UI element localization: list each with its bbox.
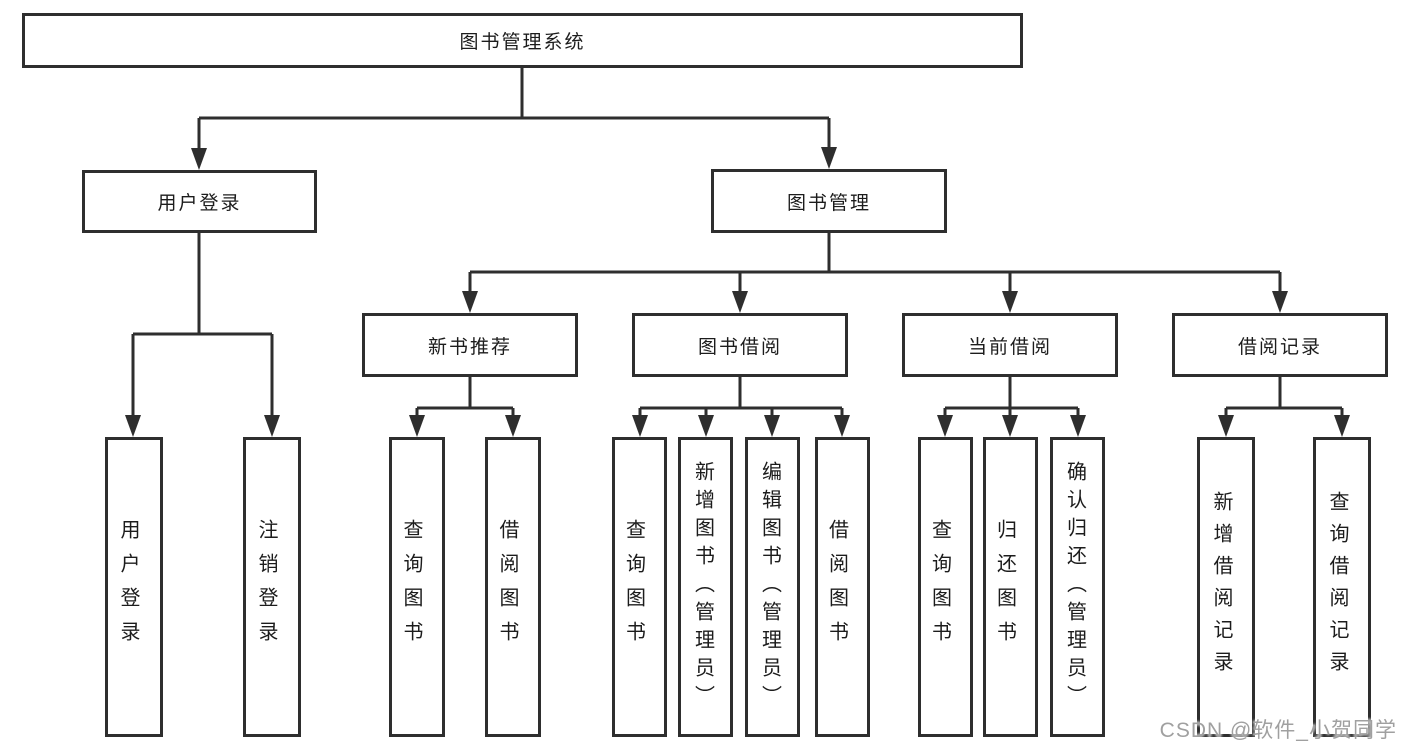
leaf-confirm-return-admin: 确认归还（管理员） xyxy=(1050,437,1105,737)
watermark: CSDN @软件_小贺同学 xyxy=(1159,719,1397,742)
connector-paths xyxy=(131,68,1344,418)
leaf-borrow-books-label: 借阅图书 xyxy=(825,519,848,655)
leaf-borrow-books-recommend-label: 借阅图书 xyxy=(496,519,518,655)
leaf-query-books-borrowing: 查询图书 xyxy=(612,437,667,737)
leaf-add-books-admin: 新增图书（管理员） xyxy=(678,437,733,737)
leaf-query-books-recommend-label: 查询图书 xyxy=(400,519,422,655)
leaf-confirm-return-admin-label: 确认归还（管理员） xyxy=(1063,461,1086,713)
leaf-logout: 注销登录 xyxy=(243,437,301,737)
node-borrowing-records: 借阅记录 xyxy=(1172,313,1388,377)
leaf-query-books-current-label: 查询图书 xyxy=(928,519,951,655)
node-root-label: 图书管理系统 xyxy=(459,32,586,53)
leaf-borrow-books: 借阅图书 xyxy=(815,437,870,737)
node-book-borrowing: 图书借阅 xyxy=(632,313,848,377)
node-current-borrowing-label: 当前借阅 xyxy=(967,336,1052,358)
leaf-edit-books-admin: 编辑图书（管理员） xyxy=(745,437,800,737)
node-user-login-label: 用户登录 xyxy=(157,193,242,214)
leaf-borrow-books-recommend: 借阅图书 xyxy=(485,437,541,737)
node-book-borrowing-label: 图书借阅 xyxy=(697,336,782,358)
leaf-query-books-current: 查询图书 xyxy=(918,437,973,737)
leaf-user-login-label: 用户登录 xyxy=(117,519,139,655)
leaf-add-borrow-record-label: 新增借阅记录 xyxy=(1210,491,1232,683)
node-root: 图书管理系统 xyxy=(22,13,1023,68)
node-new-book-recommend: 新书推荐 xyxy=(362,313,578,377)
leaf-return-books-label: 归还图书 xyxy=(993,519,1016,655)
leaf-query-books-borrowing-label: 查询图书 xyxy=(622,519,645,655)
node-user-login: 用户登录 xyxy=(82,170,317,233)
leaf-query-borrow-record: 查询借阅记录 xyxy=(1313,437,1371,737)
node-current-borrowing: 当前借阅 xyxy=(902,313,1118,377)
node-book-management-label: 图书管理 xyxy=(786,192,871,214)
arrowhead-icons xyxy=(125,147,1350,437)
leaf-logout-label: 注销登录 xyxy=(255,519,277,655)
node-new-book-recommend-label: 新书推荐 xyxy=(427,336,512,358)
leaf-user-login: 用户登录 xyxy=(105,437,163,737)
leaf-query-borrow-record-label: 查询借阅记录 xyxy=(1326,491,1348,683)
node-book-management: 图书管理 xyxy=(711,169,947,233)
leaf-add-borrow-record: 新增借阅记录 xyxy=(1197,437,1255,737)
node-borrowing-records-label: 借阅记录 xyxy=(1237,336,1322,358)
leaf-query-books-recommend: 查询图书 xyxy=(389,437,445,737)
leaf-edit-books-admin-label: 编辑图书（管理员） xyxy=(758,461,781,713)
leaf-add-books-admin-label: 新增图书（管理员） xyxy=(691,461,714,713)
leaf-return-books: 归还图书 xyxy=(983,437,1038,737)
